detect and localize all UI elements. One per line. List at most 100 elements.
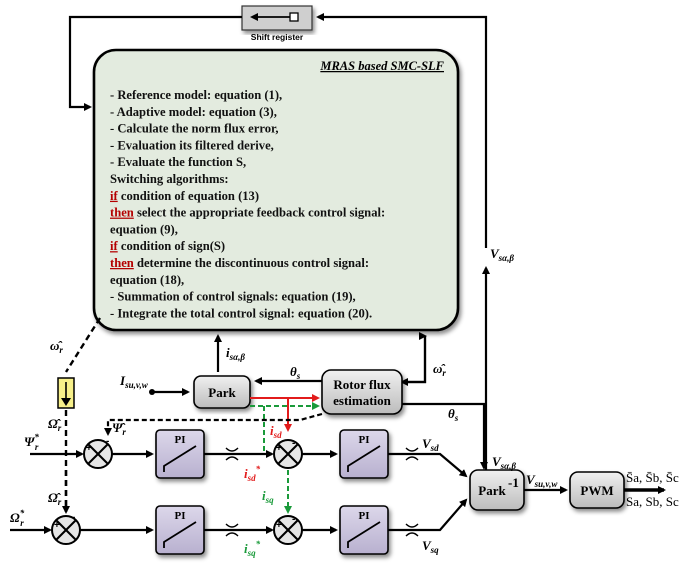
vsab-label-top: Vsα,β bbox=[490, 246, 514, 263]
algorithm-text: condition of equation (13) bbox=[118, 189, 259, 203]
algorithm-text: - Adaptive model: equation (3), bbox=[110, 105, 277, 119]
mras-box-frame bbox=[92, 48, 460, 332]
algorithm-line: - Calculate the norm flux error, bbox=[110, 122, 279, 136]
algorithm-text: select the appropriate feedback control … bbox=[134, 206, 385, 220]
vsq-arrow bbox=[388, 498, 468, 532]
algorithm-text: equation (9), bbox=[110, 222, 178, 236]
q-axis-chain: + - PI + - PI bbox=[10, 470, 468, 555]
algorithm-keyword: if bbox=[110, 189, 118, 203]
pwm-label: PWM bbox=[580, 483, 613, 498]
algorithm-text: - Reference model: equation (1), bbox=[110, 88, 282, 102]
sum-psi-plus: + bbox=[86, 443, 92, 454]
pi-flux-label: PI bbox=[175, 434, 186, 446]
sum-isd-plus: + bbox=[276, 443, 282, 454]
vsuvw-label: Vsu,v,w bbox=[526, 472, 558, 489]
algorithm-text: - Evaluation its filtered derive, bbox=[110, 138, 274, 152]
loop-to-mras bbox=[68, 15, 242, 111]
park-inv-label: Park bbox=[478, 483, 506, 498]
vsab-label-bottom: Vsα,β bbox=[492, 454, 516, 471]
psi-hat-label: Ψ̂r bbox=[112, 420, 126, 437]
algorithm-line: then determine the discontinuous control… bbox=[110, 256, 369, 270]
park-block: Park bbox=[193, 375, 251, 409]
limiter-3-icon bbox=[225, 523, 239, 537]
algorithm-keyword: if bbox=[110, 239, 118, 253]
omega-big-hat-1: Ω̂r bbox=[48, 416, 62, 433]
outputs-top-label: S̄a, S̄b, S̄c bbox=[626, 470, 679, 485]
rotor-flux-label-2: estimation bbox=[333, 393, 392, 408]
rotor-flux-estimation-block: Rotor flux estimation bbox=[321, 369, 403, 415]
shift-cell-icon bbox=[289, 12, 299, 22]
park-inv-sup: -1 bbox=[508, 475, 519, 490]
pwm-block: PWM bbox=[569, 471, 625, 509]
sum-isq-minus: - bbox=[292, 514, 295, 525]
rotor-flux-label-1: Rotor flux bbox=[333, 377, 391, 392]
omega-big-hat-2: Ω̂r bbox=[48, 490, 62, 507]
pi-isq-curve-icon bbox=[347, 521, 381, 548]
omega-star-label: Ω*r bbox=[10, 508, 25, 528]
algorithm-text: - Calculate the norm flux error, bbox=[110, 122, 279, 136]
omega-dashed-line bbox=[64, 317, 102, 373]
sum-isd-minus: - bbox=[292, 438, 295, 449]
signal-labels: isα,β θs ω̂r ω̂r Ω̂r Ω̂r Isu,v,w θs Ψ*r … bbox=[10, 246, 679, 558]
low-pass-filter bbox=[57, 377, 75, 409]
algorithm-text: condition of sign(S) bbox=[118, 239, 225, 253]
sum-isq-plus: + bbox=[276, 520, 282, 531]
algorithm-text: Switching algorithms: bbox=[110, 172, 229, 186]
algorithm-keyword: then bbox=[110, 206, 134, 220]
is-ab-label: isα,β bbox=[226, 345, 245, 362]
vsq-label: Vsq bbox=[422, 538, 439, 555]
pi-speed-label: PI bbox=[175, 510, 186, 522]
pi-speed-curve-icon bbox=[163, 521, 197, 548]
algorithm-text: equation (18), bbox=[110, 273, 184, 287]
psi-hat-dashed bbox=[104, 412, 323, 436]
algorithm-line: if condition of sign(S) bbox=[110, 239, 225, 253]
algorithm-lines: - Reference model: equation (1), - Adapti… bbox=[110, 88, 385, 320]
theta-s-label-right: θs bbox=[448, 406, 459, 423]
mras-title: MRAS based SMC-SLF bbox=[319, 59, 444, 73]
psi-star-label: Ψ*r bbox=[24, 432, 39, 452]
theta-s-to-parkinv bbox=[402, 402, 488, 470]
algorithm-line: equation (18), bbox=[110, 273, 184, 287]
sum-omega-minus: - bbox=[72, 512, 75, 523]
vsd-arrow bbox=[388, 452, 468, 478]
algorithm-line: - Evaluate the function S, bbox=[110, 155, 246, 169]
sum-isq-cross-2 bbox=[277, 519, 299, 541]
park-box bbox=[193, 375, 251, 409]
algorithm-text: - Summation of control signals: equation… bbox=[110, 290, 356, 304]
rotor-flux-box bbox=[321, 369, 403, 415]
algorithm-line: - Reference model: equation (1), bbox=[110, 88, 282, 102]
feedback-loop-lines bbox=[68, 13, 488, 248]
shift-register-label: Shift register bbox=[251, 32, 304, 42]
isd-red-line bbox=[250, 397, 292, 432]
theta-s-label-top: θs bbox=[290, 364, 301, 381]
algorithm-line: equation (9), bbox=[110, 222, 178, 236]
algorithm-text: - Integrate the total control signal: eq… bbox=[110, 306, 372, 320]
isd-star-label: isd* bbox=[244, 464, 261, 483]
shift-arrow-head-icon bbox=[250, 13, 258, 21]
algorithm-line: - Integrate the total control signal: eq… bbox=[110, 306, 372, 320]
sum-omega-cross-2 bbox=[55, 519, 77, 541]
omega-hat-line bbox=[398, 336, 427, 384]
park-inverse-block: Park -1 bbox=[469, 469, 525, 511]
sum-isd-cross-2 bbox=[277, 443, 299, 465]
vsd-label: Vsd bbox=[422, 436, 439, 453]
outputs-bottom-label: Sa, Sb, Sc bbox=[626, 494, 679, 509]
limiter-1-icon bbox=[225, 447, 239, 461]
omega-r-hat-left: ω̂r bbox=[50, 338, 63, 355]
algorithm-line: then select the appropriate feedback con… bbox=[110, 206, 385, 220]
sum-psi-cross-2 bbox=[87, 443, 109, 465]
d-axis-chain: + - PI + - PI bbox=[30, 429, 468, 479]
algorithm-text: determine the discontinuous control sign… bbox=[134, 256, 369, 270]
filter-arrow-icon bbox=[61, 398, 71, 406]
pi-isd-curve-icon bbox=[347, 445, 381, 472]
algorithm-text: - Evaluate the function S, bbox=[110, 155, 246, 169]
park-label: Park bbox=[208, 385, 236, 400]
algorithm-line: - Summation of control signals: equation… bbox=[110, 290, 356, 304]
sum-psi-minus: - bbox=[106, 436, 109, 447]
limiter-2-icon bbox=[405, 447, 419, 461]
mras-algorithm-box: MRAS based SMC-SLF - Reference model: eq… bbox=[92, 48, 460, 332]
algorithm-line: Switching algorithms: bbox=[110, 172, 229, 186]
limiter-4-icon bbox=[405, 523, 419, 537]
